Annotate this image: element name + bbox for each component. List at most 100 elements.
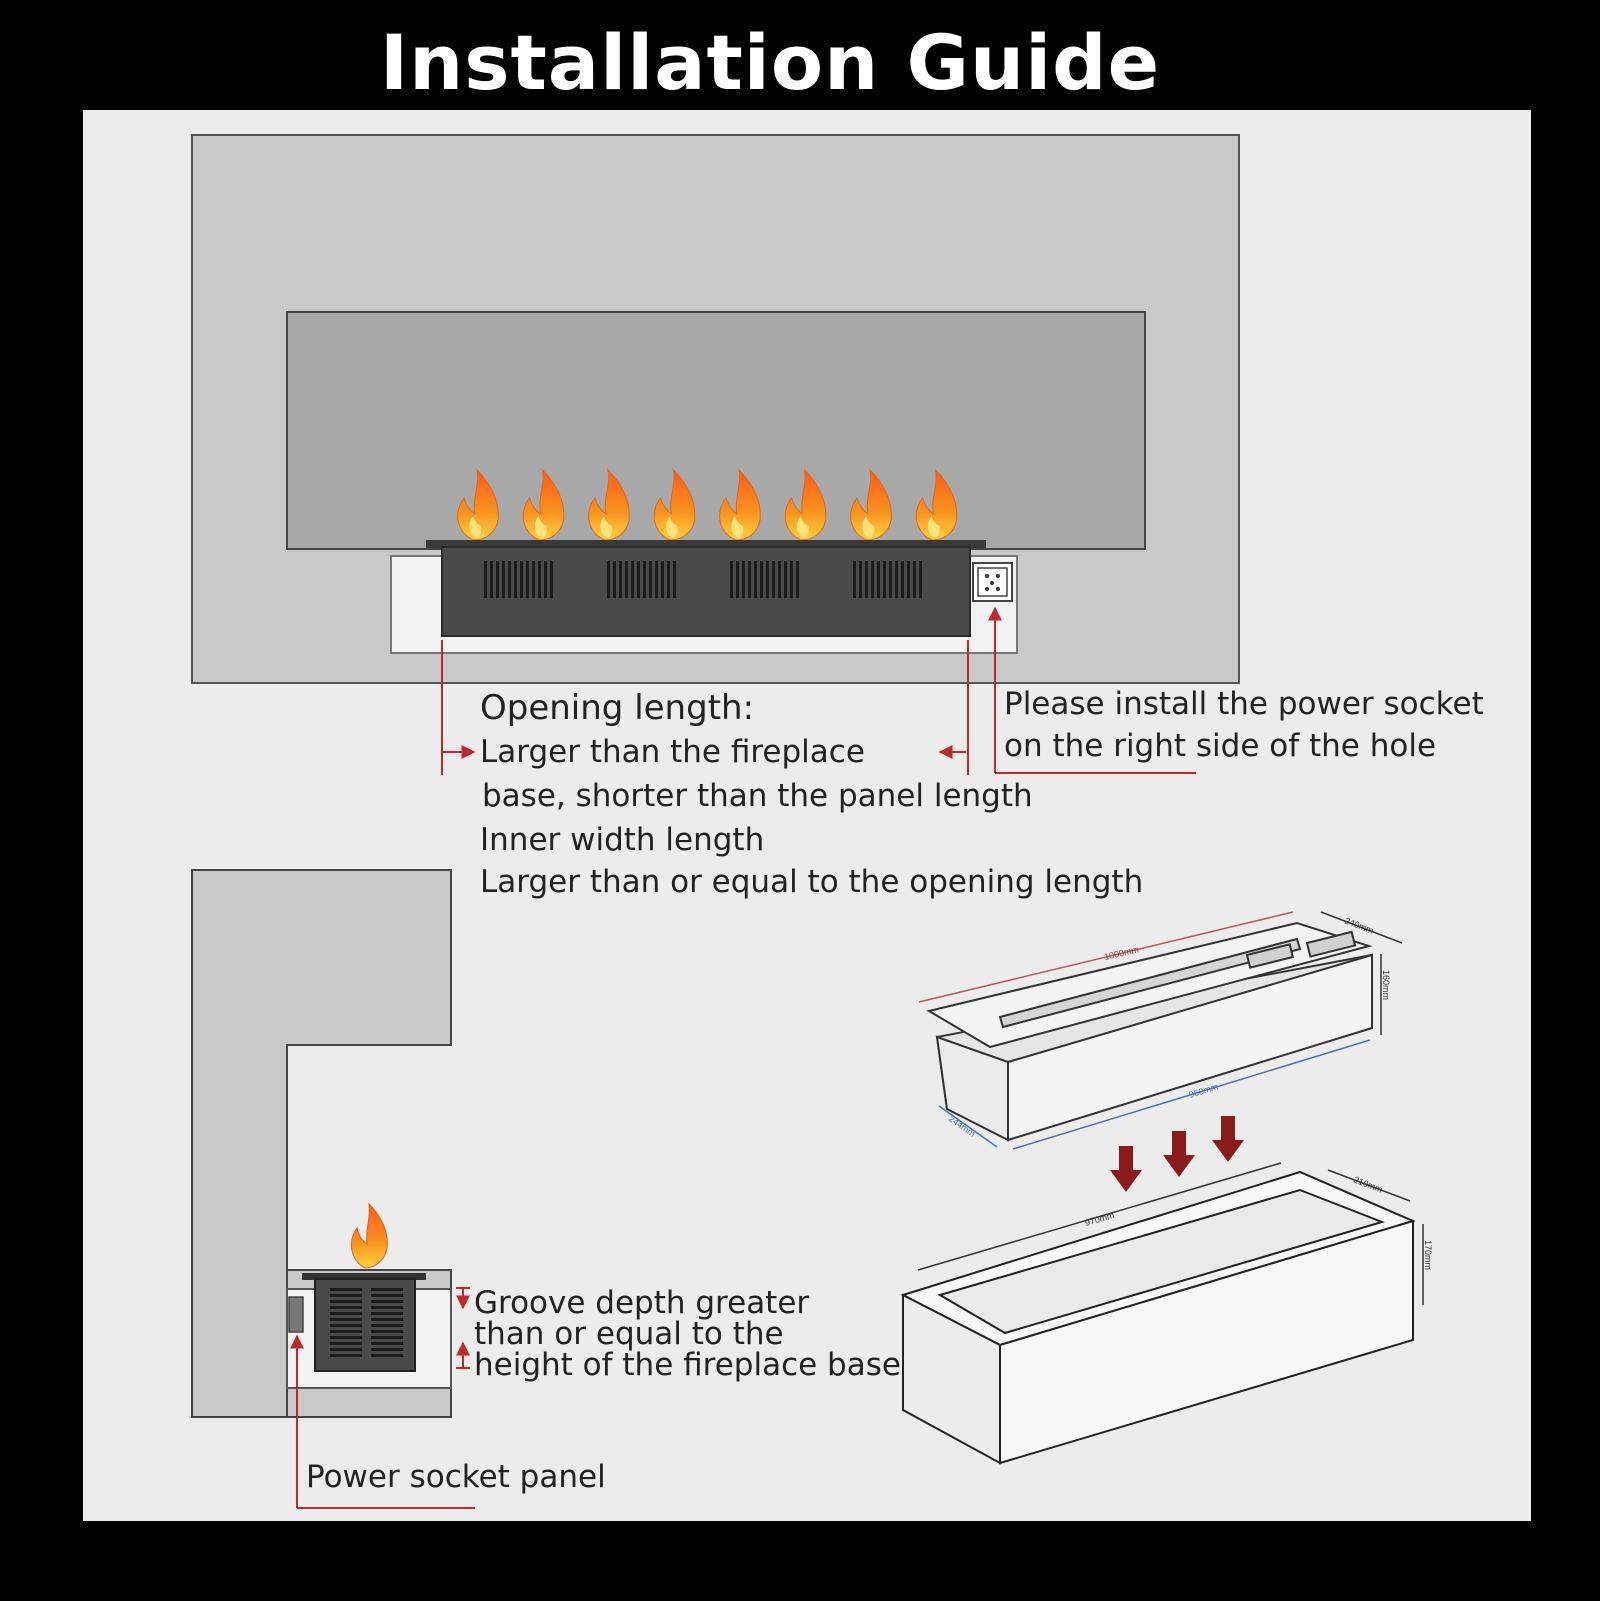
groove-line1: Groove depth greater	[474, 1285, 810, 1321]
vent-slot	[790, 561, 793, 598]
flame-core-icon	[534, 516, 547, 538]
groove-line2: than or equal to the	[474, 1316, 784, 1352]
vent-slot	[859, 561, 862, 598]
vent-slot	[544, 561, 547, 598]
vent-slot	[772, 561, 775, 598]
dim-unit-length: 1000mm	[1103, 944, 1139, 962]
side-vent-slot	[371, 1330, 403, 1333]
groove-line3: height of the fireplace base	[474, 1347, 901, 1383]
inner-width-line: Larger than or equal to the opening leng…	[480, 864, 1144, 900]
vent-slot	[901, 561, 904, 598]
side-socket-panel	[288, 1296, 304, 1333]
vent-slot	[913, 561, 916, 598]
vent-slot	[796, 561, 799, 598]
vent-slot	[766, 561, 769, 598]
side-vent-slot	[371, 1300, 403, 1303]
side-vent-slot	[330, 1318, 362, 1321]
flame-core-icon	[600, 516, 613, 538]
flame-core-icon	[927, 516, 940, 538]
vent-slot	[526, 561, 529, 598]
vent-slot	[613, 561, 616, 598]
power-socket-icon	[972, 562, 1013, 602]
socket-note-line1: Please install the power socket	[1004, 686, 1484, 722]
vent-slot	[748, 561, 751, 598]
vent-slot	[655, 561, 658, 598]
vent-slot	[661, 561, 664, 598]
vent-slot	[742, 561, 745, 598]
vent-slot	[520, 561, 523, 598]
flame-icon	[850, 468, 892, 541]
vent-slot	[883, 561, 886, 598]
vent-slot	[649, 561, 652, 598]
page-title: Installation Guide	[379, 18, 1161, 107]
side-vent-slot	[371, 1294, 403, 1297]
fireplace-top-plate	[426, 540, 986, 548]
vent-slot	[877, 561, 880, 598]
vent-slot	[643, 561, 646, 598]
opening-length-line1: Larger than the fireplace	[480, 734, 865, 770]
side-vent-slot	[371, 1354, 403, 1357]
side-vent-slot	[330, 1348, 362, 1351]
side-vent-slot	[371, 1318, 403, 1321]
flame-icon	[915, 468, 958, 541]
vent-slot	[784, 561, 787, 598]
opening-length-line2: base, shorter than the panel length	[482, 778, 1033, 814]
side-vent-slot	[330, 1330, 362, 1333]
side-vent-slot	[371, 1348, 403, 1351]
dim-unit-height: 160mm	[1381, 970, 1391, 1000]
vent-slot	[550, 561, 553, 598]
vent-slot	[490, 561, 493, 598]
vent-slot	[673, 561, 676, 598]
side-vent-slot	[371, 1288, 403, 1291]
groove-box-3d	[900, 1170, 1416, 1465]
vent-slot	[853, 561, 856, 598]
vent-slot	[736, 561, 739, 598]
power-socket-panel-label: Power socket panel	[306, 1459, 606, 1495]
vent-slot	[538, 561, 541, 598]
vent-slot	[907, 561, 910, 598]
vent-slot	[889, 561, 892, 598]
side-vent-slot	[330, 1288, 362, 1291]
side-vent-slot	[330, 1354, 362, 1357]
side-vent-slot	[330, 1306, 362, 1309]
fireplace-vents	[484, 561, 922, 598]
vent-slot	[778, 561, 781, 598]
vent-slot	[754, 561, 757, 598]
vent-slot	[502, 561, 505, 598]
side-top-plate	[302, 1273, 426, 1280]
opening-length-guides	[441, 606, 1196, 775]
opening-length-heading: Opening length:	[480, 688, 755, 728]
side-vents	[330, 1288, 403, 1357]
vent-slot	[865, 561, 868, 598]
side-vent-slot	[330, 1294, 362, 1297]
vent-slot	[496, 561, 499, 598]
flame-icon	[522, 468, 565, 541]
side-vent-slot	[330, 1336, 362, 1339]
flame-icon	[719, 468, 761, 541]
vent-slot	[631, 561, 634, 598]
dim-groove-height: 170mm	[1423, 1240, 1433, 1270]
flame-core-icon	[469, 516, 482, 538]
flame-icon	[588, 468, 630, 541]
vent-slot	[760, 561, 763, 598]
side-vent-slot	[330, 1300, 362, 1303]
vent-slot	[667, 561, 670, 598]
groove-guides	[290, 1287, 475, 1509]
flame-core-icon	[862, 516, 875, 538]
side-vent-slot	[371, 1306, 403, 1309]
flame-core-icon	[796, 516, 809, 538]
vent-slot	[514, 561, 517, 598]
vent-slot	[637, 561, 640, 598]
inner-width-heading: Inner width length	[480, 822, 765, 858]
flame-icon	[653, 468, 696, 541]
vent-slot	[508, 561, 511, 598]
socket-note-line2: on the right side of the hole	[1004, 728, 1437, 764]
dimension-lines	[917, 911, 1424, 1305]
side-vent-slot	[371, 1342, 403, 1345]
side-vent-slot	[330, 1324, 362, 1327]
side-vent-slot	[330, 1342, 362, 1345]
dim-unit-inner-length: 960mm	[1188, 1082, 1220, 1100]
vent-slot	[484, 561, 487, 598]
dim-groove-length: 970mm	[1084, 1210, 1116, 1228]
